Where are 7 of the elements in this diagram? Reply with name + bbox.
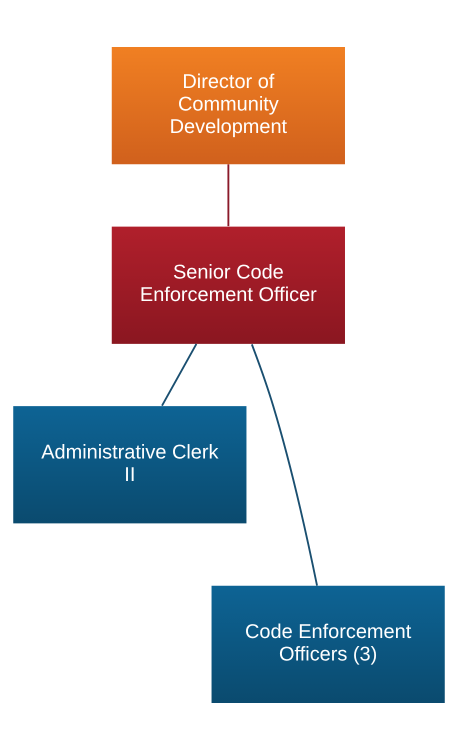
connector — [227, 164, 230, 226]
node-box: Senior Code Enforcement Officer — [112, 226, 345, 344]
connector — [250, 344, 318, 586]
node-box: Administrative Clerk II — [13, 406, 246, 523]
node-box: Director of Community Development — [112, 46, 345, 164]
connector — [161, 343, 198, 406]
node-box: Code Enforcement Officers (3) — [212, 585, 445, 702]
